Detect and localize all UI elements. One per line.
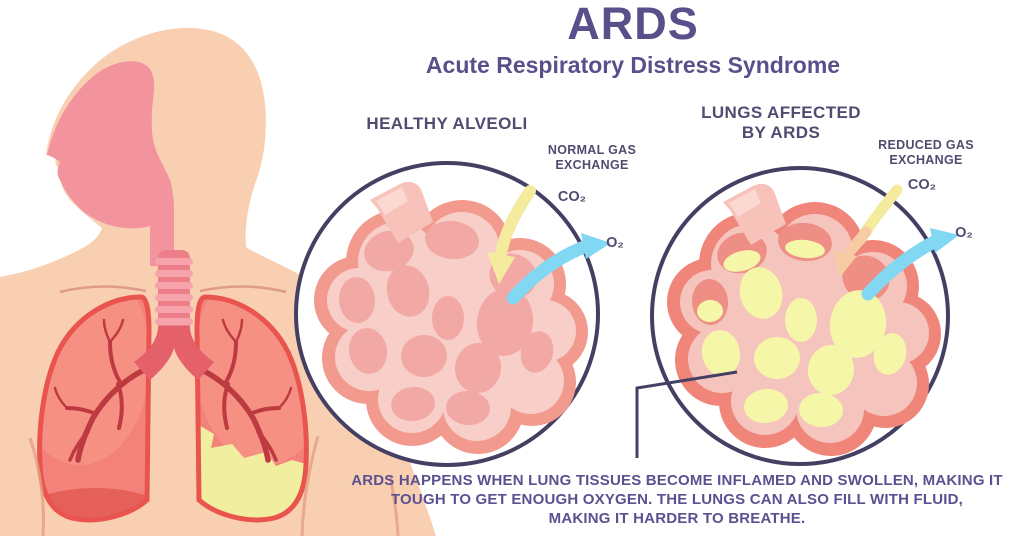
description-paragraph: ARDS HAPPENS WHEN LUNG TISSUES BECOME IN… [327, 471, 1024, 528]
o2-label: O₂ [606, 235, 624, 251]
description-line2: TOUGH TO GET ENOUGH OXYGEN. THE LUNGS CA… [390, 491, 964, 508]
description-line1: ARDS HAPPENS WHEN LUNG TISSUES BECOME IN… [351, 472, 1003, 489]
collarbone-right [199, 285, 287, 294]
collarbone-left [59, 285, 147, 294]
airway-passage [47, 61, 174, 267]
o2-label-ards: O₂ [955, 225, 973, 241]
fluid-filled-alveoli-sacs [691, 222, 907, 428]
o2-arrow-icon-ards [861, 228, 959, 301]
page-subtitle: Acute Respiratory Distress Syndrome [425, 52, 841, 78]
co2-arrow-icon-ards [833, 184, 903, 277]
lung-fluid [197, 424, 306, 520]
normal-gas-exchange-label: NORMAL GAS EXCHANGE [532, 143, 652, 173]
ards-heading-line2: BY ARDS [741, 123, 821, 142]
fluid-callout-line [635, 370, 738, 458]
healthy-alveoli-diagram [294, 161, 600, 467]
human-body-illustration [0, 27, 436, 536]
normal-gas-line2: EXCHANGE [555, 158, 629, 172]
co2-arrow-icon [487, 185, 536, 284]
ards-heading-line1: LUNGS AFFECTED [701, 103, 861, 122]
normal-gas-line1: NORMAL GAS [547, 143, 637, 157]
page-title: ARDS [567, 0, 699, 49]
o2-arrow-icon [506, 233, 611, 305]
co2-label-ards: CO₂ [907, 177, 937, 193]
trachea [134, 250, 214, 380]
co2-label: CO₂ [557, 189, 587, 205]
description-line3: MAKING IT HARDER TO BREATHE. [548, 510, 806, 527]
healthy-alveoli-heading: HEALTHY ALVEOLI [366, 114, 528, 133]
ards-heading: LUNGS AFFECTED BY ARDS [686, 103, 876, 143]
reduced-gas-exchange-label: REDUCED GAS EXCHANGE [862, 138, 990, 168]
ards-alveoli-diagram [650, 166, 950, 466]
reduced-gas-line1: REDUCED GAS [878, 138, 974, 152]
reduced-gas-line2: EXCHANGE [889, 153, 963, 167]
alveoli-sacs [338, 220, 554, 426]
